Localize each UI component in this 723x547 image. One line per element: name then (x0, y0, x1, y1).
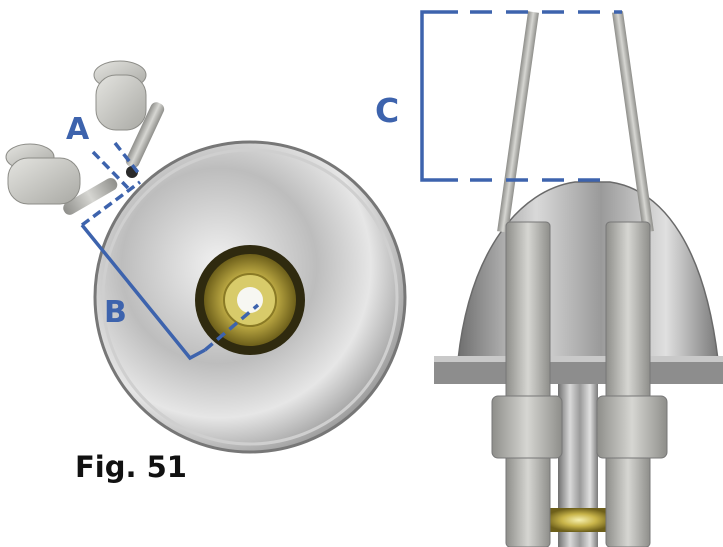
dimension-b-line (80, 223, 206, 361)
right-electrode-insulator (605, 221, 651, 547)
left-electrode-wire (497, 11, 539, 233)
figure-caption: Fig. 51 (75, 450, 187, 484)
dimension-b-top-tick (80, 180, 142, 227)
upper-electrode-insulator (95, 74, 147, 131)
dimension-c-bracket (420, 10, 458, 182)
dimension-label-b: B (104, 295, 127, 330)
electrode-heads (5, 60, 165, 215)
burner-disc-top-view (93, 140, 407, 454)
dimension-b-bottom-tick (203, 303, 260, 352)
right-electrode-wire (612, 11, 654, 233)
lower-electrode-rod (63, 178, 118, 215)
nozzle-brass-band (545, 508, 613, 532)
right-electrode-sleeve (596, 395, 668, 459)
lower-electrode-insulator (7, 157, 81, 205)
nozzle-orifice (237, 287, 263, 313)
left-electrode-sleeve (491, 395, 563, 459)
left-electrode-insulator (505, 221, 551, 547)
dimension-lines-right (420, 10, 622, 182)
dimension-label-c: C (375, 91, 399, 130)
burner-dome-lip (434, 356, 723, 362)
dimension-label-a: A (66, 112, 90, 147)
dimension-a-line-2 (113, 141, 142, 177)
burner-dome (457, 181, 719, 361)
dimension-lines-left (80, 141, 260, 361)
burner-head-side-view (434, 11, 723, 547)
burner-disc-rim (101, 148, 399, 446)
upper-electrode-rod (125, 102, 165, 168)
dimension-a-line-1 (91, 150, 130, 190)
